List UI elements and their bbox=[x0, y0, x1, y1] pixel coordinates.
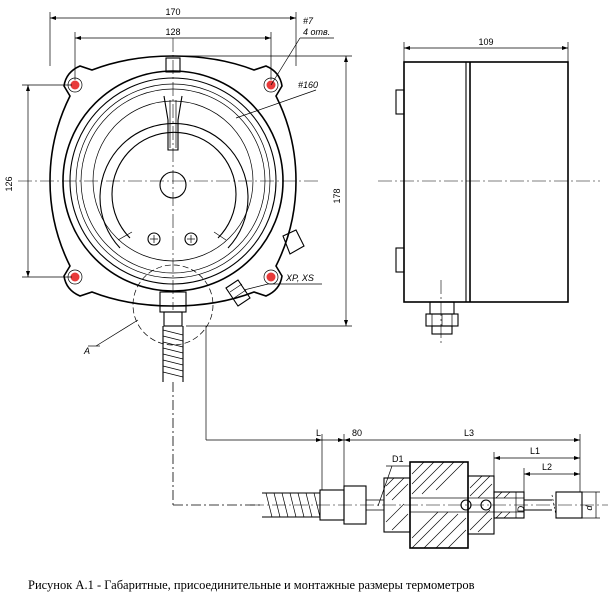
view-a-label: A bbox=[83, 346, 90, 356]
dim-170: 170 bbox=[165, 7, 180, 17]
dim-128: 128 bbox=[165, 27, 180, 37]
mount-hole-bl bbox=[70, 272, 80, 282]
sensor-probe: L 80 L3 L1 L2 D1 D d bbox=[250, 428, 608, 549]
mounting-flange bbox=[49, 55, 297, 307]
mount-hole-tl bbox=[70, 80, 80, 90]
screw-right bbox=[184, 232, 198, 246]
front-view: 170 128 #7 4 отв. #160 126 178 XP, XS A bbox=[4, 7, 352, 506]
dim-L3: L3 bbox=[464, 428, 474, 438]
dim-L2: L2 bbox=[542, 462, 552, 472]
dim-L: L bbox=[316, 428, 321, 438]
dim-D1: D1 bbox=[392, 454, 404, 464]
pivot-hub bbox=[159, 171, 187, 199]
screw-left bbox=[147, 232, 161, 246]
dim-hole-dia: #7 bbox=[303, 16, 314, 26]
mount-hole-br bbox=[266, 272, 276, 282]
bezel-outer bbox=[62, 70, 284, 292]
dim-D: D bbox=[516, 505, 526, 512]
dim-d: d bbox=[584, 505, 594, 511]
dim-160: #160 bbox=[298, 80, 318, 90]
capillary-hose bbox=[162, 326, 184, 382]
dim-80: 80 bbox=[352, 428, 362, 438]
connector-label: XP, XS bbox=[285, 273, 314, 283]
case-body bbox=[403, 61, 569, 303]
figure-caption: Рисунок А.1 - Габаритные, присоединитель… bbox=[28, 578, 475, 592]
dim-178: 178 bbox=[332, 188, 342, 203]
dim-109: 109 bbox=[478, 37, 493, 47]
dim-126: 126 bbox=[4, 176, 14, 191]
dim-L1: L1 bbox=[530, 446, 540, 456]
side-view: 109 bbox=[378, 37, 600, 346]
dim-hole-count: 4 отв. bbox=[303, 27, 330, 37]
probe-hose bbox=[262, 492, 321, 518]
